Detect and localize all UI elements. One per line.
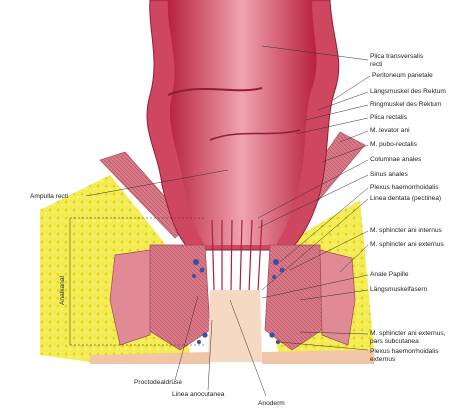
label-levator-ani: M. levator ani (370, 127, 410, 134)
leader-lines-right (257, 45, 371, 351)
label-linea-anocutanea: Linea anocutanea (172, 391, 225, 398)
rectum-lumen (167, 0, 317, 245)
columnae-anales (211, 219, 263, 294)
anoderm (208, 290, 262, 362)
plica-transversalis-fold (167, 87, 263, 96)
label-sphincter-externus-subcutanea: M. sphincter ani externus, (370, 330, 446, 337)
skin-right (262, 350, 374, 364)
label-plica-rectalis: Plica rectalis (370, 114, 408, 121)
label-recti: recti (370, 61, 383, 68)
label-laengsmuskel-rektum: Längsmuskel des Rektum (370, 88, 446, 95)
sphincter-externus-left (109, 249, 151, 346)
label-laengsmuskelfasern: Längsmuskelfasern (370, 286, 428, 293)
plica-rectalis-fold (209, 129, 301, 141)
label-sphincter-internus: M. sphincter ani internus (370, 227, 443, 234)
label-plexus-haemorrhoidalis: Plexus haemorrhoidalis (370, 184, 439, 191)
label-pubo-rectalis: M. pubo-rectalis (370, 141, 418, 148)
label-ampulla-recti: Ampulla recti (30, 193, 69, 200)
label-ringmuskel-rektum: Ringmuskel des Rektum (370, 101, 442, 108)
sphincter-internus-right (264, 244, 323, 351)
label-anoderm: Anoderm (258, 400, 285, 407)
leader-lines-left (69, 169, 267, 397)
label-plexus-externus: Plexus haemorrhoidalis (370, 348, 439, 355)
label-linea-dentata: Linea dentata (pectinea) (370, 195, 441, 202)
label-anale-papille: Anale Papille (370, 271, 409, 278)
sphincter-externus-right (319, 249, 356, 346)
label-externus: externus (370, 356, 396, 363)
label-peritoneum-parietale: Peritoneum parietale (372, 72, 433, 79)
label-analkanal: Analkanal (59, 276, 66, 305)
label-sphincter-externus: M. sphincter ani externus (370, 241, 444, 248)
label-columnae-anales: Columnae anales (370, 156, 422, 163)
labels-right: Plica transversalis recti Peritoneum par… (370, 53, 446, 363)
label-plica-transversalis: Plica transversalis (370, 53, 424, 60)
label-sinus-anales: Sinus anales (370, 171, 408, 178)
sphincter-internus-left (147, 244, 211, 351)
plexus-haemorrhoidalis-internus (192, 259, 285, 279)
plexus-haemorrhoidalis-externus (197, 332, 280, 344)
label-pars-subcutanea: pars subcutanea (370, 338, 419, 345)
label-proctodealdruese: Proctodealdrüse (134, 379, 182, 386)
